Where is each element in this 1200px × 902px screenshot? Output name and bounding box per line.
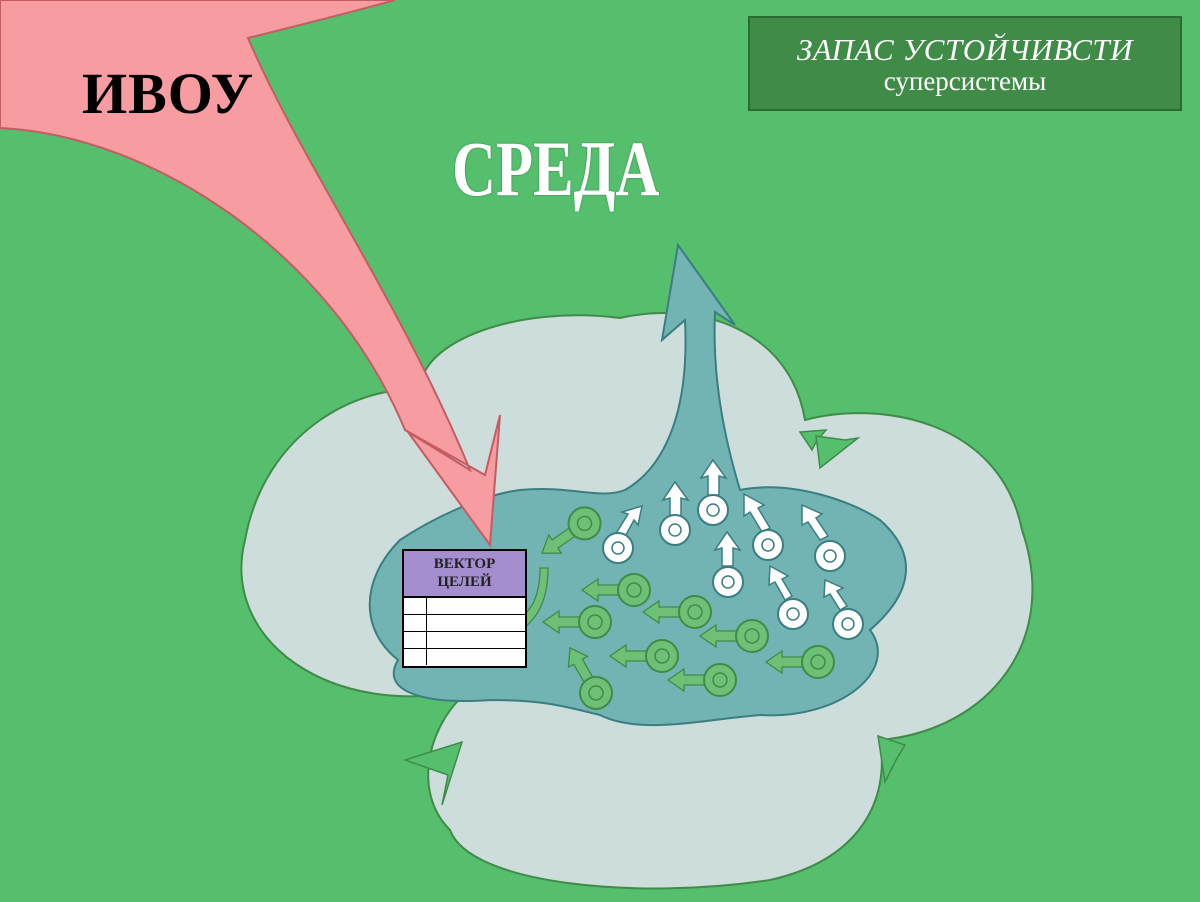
green-element bbox=[765, 645, 835, 679]
white-element bbox=[743, 492, 784, 561]
green-element bbox=[699, 619, 769, 653]
white-element bbox=[823, 578, 864, 640]
sreda-label: СРЕДА bbox=[452, 125, 660, 212]
green-element bbox=[609, 639, 679, 673]
green-element bbox=[667, 663, 737, 697]
green-element bbox=[531, 500, 608, 568]
white-element bbox=[602, 504, 643, 564]
goals-vector-row bbox=[404, 615, 525, 632]
white-element bbox=[697, 458, 729, 526]
goals-vector-row bbox=[404, 649, 525, 665]
green-element bbox=[542, 605, 612, 639]
white-element bbox=[712, 530, 744, 598]
cycle-arrow-right bbox=[798, 429, 828, 452]
goals-vector-row bbox=[404, 632, 525, 649]
stability-reserve-box: ЗАПАС УСТОЙЧИВСТИ суперсистемы bbox=[748, 16, 1182, 111]
white-element bbox=[768, 564, 809, 630]
ivou-label: ИВОУ bbox=[82, 61, 255, 126]
cycle-arrow-bottom-left bbox=[402, 740, 464, 806]
green-element bbox=[581, 573, 651, 607]
cycle-arrow-top bbox=[815, 435, 861, 470]
ivou-arrow bbox=[0, 0, 501, 548]
stability-reserve-title: ЗАПАС УСТОЙЧИВСТИ bbox=[796, 32, 1134, 67]
cycle-arrow-lower-right bbox=[877, 734, 907, 785]
goals-vector-header-line2: ЦЕЛЕЙ bbox=[437, 574, 492, 590]
stability-reserve-subtitle: суперсистемы bbox=[883, 66, 1047, 96]
white-element bbox=[659, 480, 691, 546]
goals-vector-row bbox=[404, 598, 525, 615]
green-element bbox=[555, 638, 619, 716]
green-element bbox=[642, 595, 712, 629]
goals-vector-table: ВЕКТОР ЦЕЛЕЙ bbox=[402, 549, 527, 668]
white-element bbox=[801, 503, 846, 572]
goals-vector-header: ВЕКТОР ЦЕЛЕЙ bbox=[404, 551, 525, 598]
goals-vector-header-line1: ВЕКТОР bbox=[433, 556, 496, 572]
